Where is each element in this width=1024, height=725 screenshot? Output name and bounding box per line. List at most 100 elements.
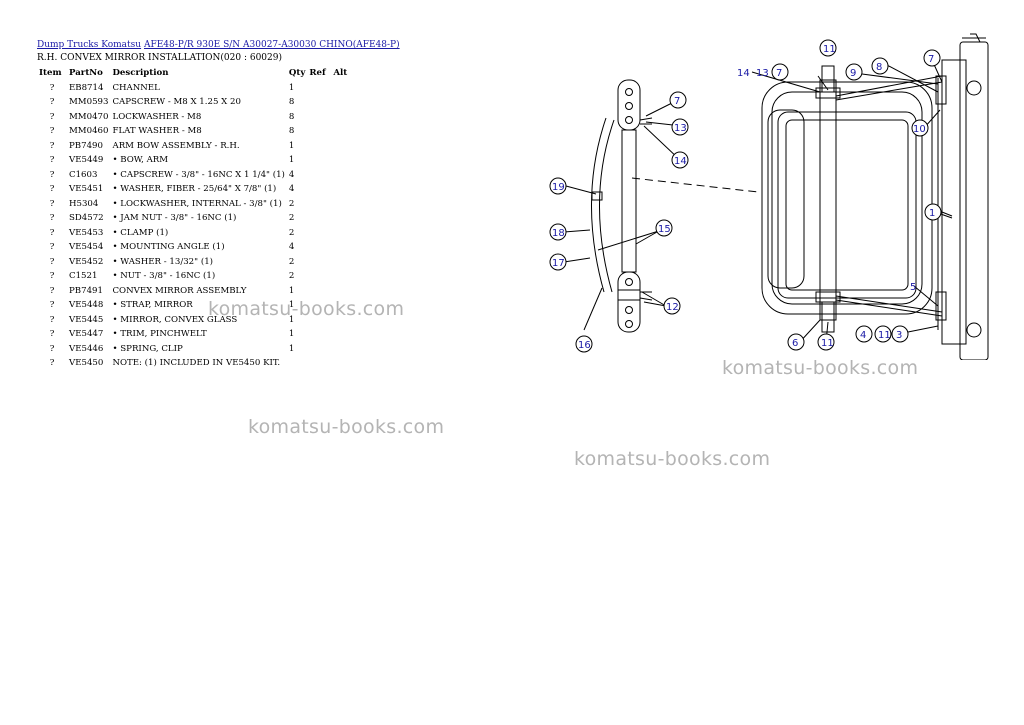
callout-15[interactable]: 15 (655, 219, 673, 237)
cell-item: ? (49, 155, 55, 166)
cell-partno: MM0593 (69, 97, 109, 108)
svg-text:17: 17 (552, 258, 565, 269)
breadcrumb-link-model[interactable]: AFE48-P/R 930E S/N A30027-A30030 CHINO(A… (143, 40, 400, 50)
callout-19[interactable]: 19 (549, 177, 567, 195)
cell-description: NOTE: (1) INCLUDED IN VE5450 KIT. (112, 358, 281, 369)
callout-13-left[interactable]: 13 (671, 118, 689, 136)
cell-description: • WASHER, FIBER - 25/64" X 7/8" (1) (112, 184, 277, 195)
cell-item: ? (49, 169, 55, 180)
cell-alt (331, 182, 355, 197)
svg-text:11: 11 (823, 44, 836, 55)
cell-alt (331, 356, 355, 371)
callout-13-top[interactable]: 13 (756, 68, 769, 79)
cell-ref (307, 110, 331, 125)
callout-3[interactable]: 3 (891, 325, 909, 343)
cell-partno: PB7491 (69, 285, 103, 296)
svg-text:9: 9 (850, 68, 856, 79)
breadcrumb: Dump Trucks Komatsu AFE48-P/R 930E S/N A… (37, 40, 400, 50)
cell-partno: SD4572 (69, 213, 104, 224)
callout-12[interactable]: 12 (663, 297, 681, 315)
cell-item: ? (49, 300, 55, 311)
svg-text:10: 10 (913, 124, 926, 135)
svg-text:6: 6 (792, 338, 798, 349)
callout-16[interactable]: 16 (575, 335, 593, 353)
callout-14-left[interactable]: 14 (671, 151, 689, 169)
cell-qty: 1 (288, 300, 295, 311)
header-item: Item (39, 68, 62, 79)
cell-alt (331, 240, 355, 255)
cell-description: • NUT - 3/8" - 16NC (1) (112, 271, 216, 282)
callout-11-bottom-right[interactable]: 11 (874, 325, 892, 343)
header-alt: Alt (333, 68, 348, 79)
cell-partno: C1603 (69, 169, 98, 180)
cell-partno: VE5448 (69, 300, 104, 311)
callout-8[interactable]: 8 (871, 57, 889, 75)
callout-17[interactable]: 17 (549, 253, 567, 271)
callout-7-left[interactable]: 7 (669, 91, 687, 109)
svg-text:12: 12 (666, 302, 679, 313)
callout-10[interactable]: 10 (911, 119, 929, 137)
cell-item: ? (49, 97, 55, 108)
svg-text:18: 18 (552, 228, 565, 239)
cell-qty: 8 (288, 111, 295, 122)
watermark: komatsu-books.com (722, 357, 919, 379)
cell-alt (331, 168, 355, 183)
diagram-drawing (563, 33, 989, 360)
cell-item: ? (49, 256, 55, 267)
callout-18[interactable]: 18 (549, 223, 567, 241)
callout-5[interactable]: 5 (910, 282, 916, 293)
cell-qty: 1 (288, 329, 295, 340)
breadcrumb-link-category[interactable]: Dump Trucks Komatsu (37, 40, 142, 50)
table-row: ?VE5452• WASHER - 13/32" (1)2 (37, 255, 355, 270)
svg-text:16: 16 (578, 340, 591, 351)
cell-qty: 2 (288, 213, 295, 224)
callout-7-right[interactable]: 7 (923, 49, 941, 67)
diagram-callouts: 11 14 13 7 9 8 7 10 1 5 4 11 3 6 11 7 13… (549, 39, 942, 353)
callout-4[interactable]: 4 (855, 325, 873, 343)
svg-text:15: 15 (658, 224, 671, 235)
cell-qty: 4 (288, 184, 295, 195)
table-row: ?VE5451• WASHER, FIBER - 25/64" X 7/8" (… (37, 182, 355, 197)
cell-ref (307, 124, 331, 139)
cell-partno: VE5447 (69, 329, 104, 340)
cell-alt (331, 226, 355, 241)
callout-9[interactable]: 9 (845, 63, 863, 81)
cell-description: ARM BOW ASSEMBLY - R.H. (112, 140, 240, 151)
header-ref: Ref (309, 68, 326, 79)
cell-qty (287, 356, 307, 371)
cell-ref (307, 211, 331, 226)
svg-text:4: 4 (860, 330, 866, 341)
watermark: komatsu-books.com (208, 298, 405, 320)
callout-11-bottom[interactable]: 11 (817, 333, 835, 351)
callout-1[interactable]: 1 (924, 203, 942, 221)
cell-partno: VE5450 (69, 358, 104, 369)
cell-ref (307, 153, 331, 168)
svg-text:1: 1 (929, 208, 935, 219)
header-qty: Qty (288, 68, 306, 79)
cell-partno: VE5445 (69, 314, 104, 325)
cell-item: ? (49, 126, 55, 137)
cell-description: • MOUNTING ANGLE (1) (112, 242, 225, 253)
cell-qty: 1 (288, 343, 295, 354)
table-row: ?VE5454• MOUNTING ANGLE (1)4 (37, 240, 355, 255)
cell-ref (307, 81, 331, 96)
cell-description: CHANNEL (112, 82, 160, 93)
cell-description: • TRIM, PINCHWELT (112, 329, 207, 340)
cell-ref (307, 226, 331, 241)
cell-ref (307, 197, 331, 212)
callout-6[interactable]: 6 (787, 333, 805, 351)
callout-11-top[interactable]: 11 (819, 39, 837, 57)
callout-7-top[interactable]: 7 (771, 63, 789, 81)
cell-qty: 1 (288, 155, 295, 166)
cell-ref (307, 168, 331, 183)
callout-14-top[interactable]: 14 (737, 68, 750, 79)
cell-description: • LOCKWASHER, INTERNAL - 3/8" (1) (112, 198, 282, 209)
cell-description: • SPRING, CLIP (112, 343, 183, 354)
cell-partno: EB8714 (69, 82, 104, 93)
cell-ref (307, 269, 331, 284)
header-description: Description (112, 68, 169, 79)
cell-description: FLAT WASHER - M8 (112, 126, 202, 137)
cell-ref (307, 139, 331, 154)
